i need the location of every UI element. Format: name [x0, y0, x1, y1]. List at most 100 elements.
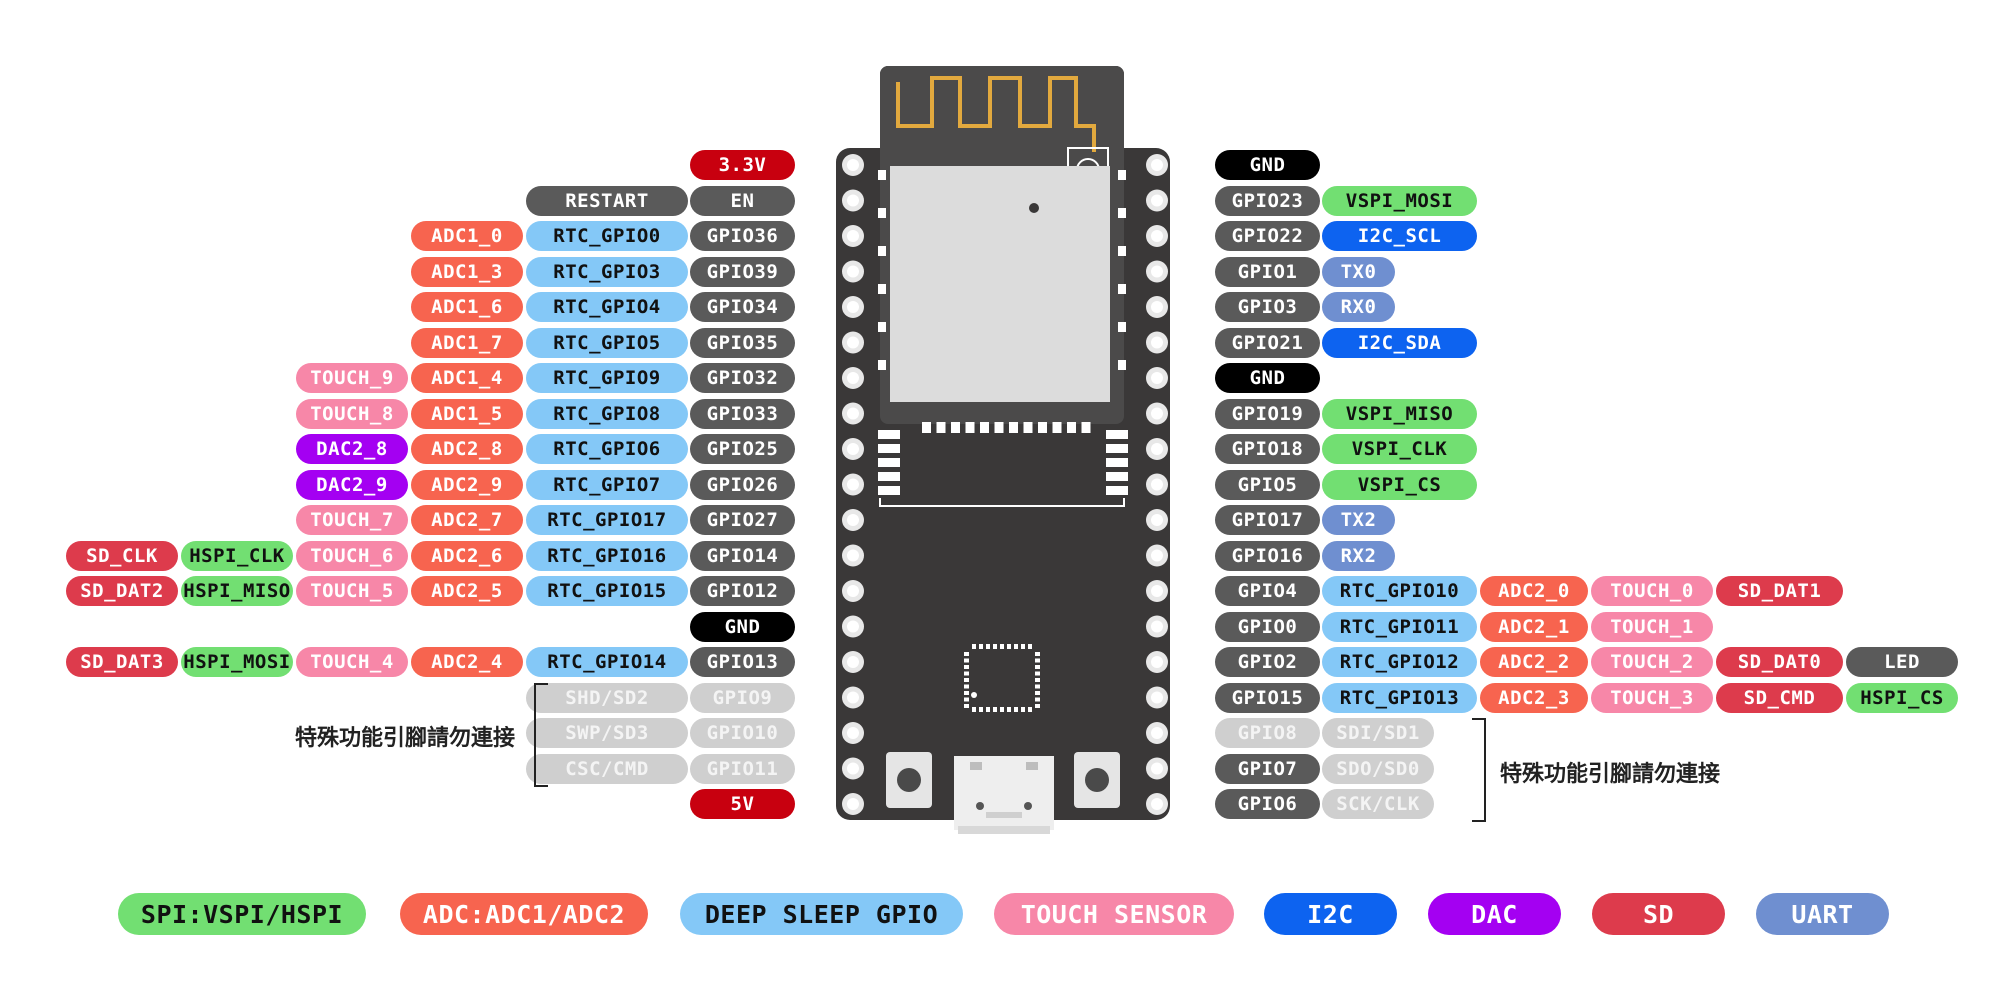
pin-label-left-gpio34: GPIO34: [690, 292, 795, 322]
pin-label-left-gnd: GND: [690, 611, 795, 642]
function-rtc-gpio14: RTC_GPIO14: [526, 647, 688, 677]
function-rtc-gpio7: RTC_GPIO7: [526, 469, 688, 500]
header-hole-right-inner: [1151, 301, 1163, 313]
header-hole-right-inner: [1151, 194, 1163, 207]
module-pad: [878, 430, 900, 439]
module-pad: [922, 422, 931, 433]
chip-pin: [1028, 707, 1032, 712]
module-pad: [1081, 422, 1091, 433]
chip-pin: [1007, 644, 1011, 649]
left-special-note: 特殊功能引腳請勿連接: [294, 726, 515, 751]
button-left-cap: [897, 768, 921, 792]
chip-pin: [1021, 644, 1025, 649]
chip-pin: [964, 658, 969, 663]
module-pad: [994, 422, 1004, 433]
chip-pin: [964, 691, 969, 695]
usb-connector-lip: [958, 826, 1050, 834]
right-special-note: 特殊功能引腳請勿連接: [1500, 762, 1721, 787]
function-adc2-6: ADC2_6: [411, 540, 523, 571]
usb-hole: [976, 802, 984, 810]
pin-label-left-gpio33: GPIO33: [690, 398, 795, 429]
function-shd-sd2: SHD/SD2: [526, 682, 688, 713]
function-vspi-miso: VSPI_MISO: [1322, 398, 1477, 429]
chip-pin: [1035, 691, 1040, 695]
header-hole-left-inner: [847, 336, 859, 349]
function-adc2-8: ADC2_8: [411, 434, 523, 464]
pin-label-right-gnd: GND: [1215, 363, 1320, 393]
module-pad: [936, 422, 946, 433]
module-pad: [1067, 422, 1076, 433]
function-dac2-9: DAC2_9: [296, 469, 408, 500]
pin-label-right-gpio21: GPIO21: [1215, 327, 1320, 358]
header-hole-right-inner: [1151, 762, 1163, 775]
module-pad: [878, 170, 886, 180]
function-rtc-gpio15: RTC_GPIO15: [526, 576, 688, 606]
header-hole-right-inner: [1151, 407, 1163, 420]
header-hole-right-inner: [1151, 372, 1163, 384]
usb-hole: [1024, 802, 1032, 810]
chip-pin: [993, 707, 997, 712]
chip-pin: [1028, 644, 1032, 649]
function-touch-3: TOUCH_3: [1591, 682, 1713, 713]
function-rtc-gpio4: RTC_GPIO4: [526, 292, 688, 322]
chip-pin: [1007, 707, 1011, 712]
function-rtc-gpio3: RTC_GPIO3: [526, 256, 688, 287]
legend-uart: UART: [1756, 893, 1889, 935]
function-adc2-4: ADC2_4: [411, 647, 523, 677]
chip-pin: [1000, 707, 1004, 712]
function-rtc-gpio12: RTC_GPIO12: [1322, 647, 1477, 677]
function-touch-6: TOUCH_6: [296, 540, 408, 571]
module-pad: [1009, 422, 1018, 433]
header-hole-right-inner: [1151, 265, 1163, 278]
chip-pin: [1035, 678, 1040, 682]
pin-label-right-gpio5: GPIO5: [1215, 469, 1320, 500]
chip-pin: [1035, 671, 1040, 676]
chip-pin: [993, 644, 997, 649]
pin-label-right-gpio4: GPIO4: [1215, 576, 1320, 606]
header-hole-left-inner: [847, 194, 859, 207]
chip-pin: [1035, 652, 1040, 656]
chip-pin: [1035, 665, 1040, 669]
pin-label-left-3-3v: 3.3V: [690, 150, 795, 180]
module-pad: [1023, 422, 1033, 433]
legend-adc-adc1-adc2: ADC:ADC1/ADC2: [400, 893, 648, 935]
chip-pin: [986, 707, 990, 712]
function-rtc-gpio11: RTC_GPIO11: [1322, 611, 1477, 642]
function-rx0: RX0: [1322, 292, 1395, 322]
pin-label-left-gpio35: GPIO35: [690, 327, 795, 358]
pin-label-right-gpio8: GPIO8: [1215, 718, 1320, 748]
function-adc2-9: ADC2_9: [411, 469, 523, 500]
legend-touch-sensor: TOUCH SENSOR: [994, 893, 1234, 935]
function-csc-cmd: CSC/CMD: [526, 753, 688, 784]
chip-pin: [964, 684, 969, 689]
function-led: LED: [1846, 647, 1958, 677]
module-pad: [951, 422, 960, 433]
function-rtc-gpio6: RTC_GPIO6: [526, 434, 688, 464]
pin-label-left-gpio14: GPIO14: [690, 540, 795, 571]
legend-sd: SD: [1592, 893, 1725, 935]
function-sck-clk: SCK/CLK: [1322, 789, 1434, 819]
header-hole-right-inner: [1151, 159, 1163, 171]
header-hole-right-inner: [1151, 691, 1163, 704]
chip-pin: [1014, 707, 1018, 712]
function-i2c-scl: I2C_SCL: [1322, 221, 1477, 251]
function-adc1-6: ADC1_6: [411, 292, 523, 322]
header-hole-right-inner: [1151, 443, 1163, 455]
pin-label-right-gpio15: GPIO15: [1215, 682, 1320, 713]
pin-label-right-gpio18: GPIO18: [1215, 434, 1320, 464]
module-pad: [1106, 472, 1128, 481]
function-adc2-0: ADC2_0: [1480, 576, 1588, 606]
pin-label-right-gpio16: GPIO16: [1215, 540, 1320, 571]
function-touch-7: TOUCH_7: [296, 505, 408, 535]
module-pad: [878, 472, 900, 481]
pin-label-right-gpio7: GPIO7: [1215, 753, 1320, 784]
module-pad: [965, 422, 975, 433]
function-touch-4: TOUCH_4: [296, 647, 408, 677]
chip-pin: [1021, 707, 1025, 712]
module-pad: [878, 444, 900, 453]
function-rtc-gpio17: RTC_GPIO17: [526, 505, 688, 535]
pin-label-left-gpio10: GPIO10: [690, 718, 795, 748]
function-adc2-5: ADC2_5: [411, 576, 523, 606]
function-rtc-gpio10: RTC_GPIO10: [1322, 576, 1477, 606]
